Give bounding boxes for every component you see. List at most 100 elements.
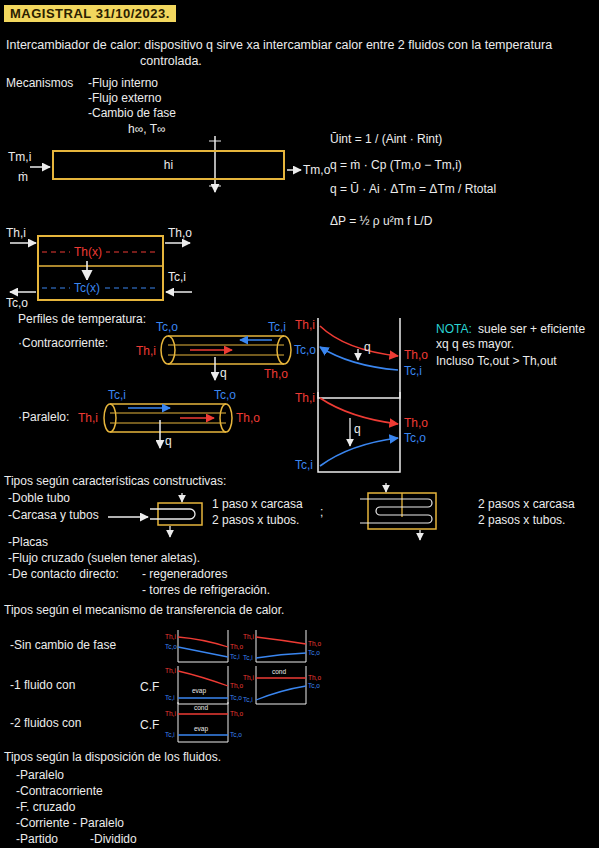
list-item: -Doble tubo [8,491,70,506]
mass-flow-label: ṁ [18,170,28,185]
formula: ΔP = ½ ρ u²m f L/D [330,214,432,229]
temperature-label: Tc,o [6,296,28,311]
cylinder-end [277,336,291,364]
list-item: -Partido [16,832,58,847]
heat-arrow [214,136,216,192]
formula: q = ṁ · Cp (Tm,o − Tm,i) [330,158,462,173]
mini-plot-label: Tc,i [243,696,253,704]
mini-plot-label: Th,i [165,667,176,675]
pass-note: 2 pasos x tubos. [478,513,565,528]
section-heading: Tipos según la disposición de los fluido… [4,750,221,765]
separator: ; [320,505,323,520]
tube-passes [360,499,432,523]
definition-text: Intercambiador de calor: dispositivo q s… [6,38,595,69]
temperature-label: Th,i [295,318,315,333]
heat-label: q [364,340,371,355]
cylinder-shell [110,404,226,432]
heat-label: q [354,422,361,437]
list-subitem: - torres de refrigeración. [142,583,270,598]
list-item: -Dividido [90,832,137,847]
list-item: -Sin cambio de fase [10,638,116,653]
temperature-label: Tc,o [214,388,236,403]
list-item: ·Contracorriente: [18,336,108,351]
list-heading: Mecanismos [6,76,73,91]
mini-plot-axes [178,630,228,662]
cylinder-end [161,336,175,364]
heat-flow-connector [86,261,88,280]
formula: Ūint = 1 / (Aint · Rint) [330,132,442,147]
cold-temperature-line [178,734,228,735]
list-item: -De contacto directo: [8,567,119,582]
mini-plot-label: Tc,o [230,694,242,702]
section-heading: Tipos según características constructiva… [4,474,226,489]
node-text: Th(x) [74,245,102,260]
hot-temperature-curve [320,398,398,424]
list-item: -Flujo externo [88,91,161,106]
list-item: -F. cruzado [16,800,75,815]
phase-label: cond [194,704,208,712]
phase-label: evap [192,687,206,695]
pointer-arrow [108,516,148,518]
plot-axes [318,318,400,398]
mini-plot-label: Th,o [230,710,243,718]
temperature-label: Tc,i [168,270,186,285]
cylinder-shell [168,336,284,364]
cold-outlet-arrow [10,291,36,293]
list-item: C.F [140,718,159,733]
mini-plot-axes [178,666,228,704]
hot-flow-arrow [180,417,214,419]
mini-plot-label: Th,o [308,674,321,682]
hot-temperature-curve [256,637,306,644]
mini-plot-label: Tc,o [308,649,320,657]
temperature-label: Tm,i [8,150,31,165]
cold-temperature-curve [256,653,306,658]
cold-temperature-line [178,697,228,698]
temperature-label: Th,o [168,226,192,241]
list-item: C.F [140,680,159,695]
tube-hairpin [150,509,195,519]
mini-plot-axes [178,702,228,742]
tube-wall: hi [52,150,285,180]
phase-label: evap [194,725,208,733]
pass-note: 2 pasos x tubos. [212,513,299,528]
hot-temperature-curve [320,326,398,356]
mini-plot-label: Tc,i [230,653,240,661]
temperature-label: Th,i [136,344,156,359]
mini-plot-label: Tc,i [243,654,253,662]
cold-flow-arrow [128,407,170,409]
temperature-label: Tc,i [295,458,313,473]
list-item: -1 fluido con [10,678,75,693]
hot-temperature-curve [178,637,228,647]
list-item: -Flujo cruzado (suelen tener aletas). [8,551,200,566]
hot-temperature-line [178,713,228,714]
shell-inlet-arrow [181,493,182,502]
outlet-arrow [287,169,301,171]
cold-inlet-arrow [166,291,192,293]
mini-plot-label: Th,o [230,682,243,690]
cylinder-end [220,404,232,432]
heat-label: q [220,366,227,381]
mini-plot-label: Th,i [165,710,176,718]
pass-note: 2 pasos x carcasa [478,497,575,512]
inner-tube [168,345,284,355]
list-item: -Carcasa y tubos [8,508,99,523]
node-text: hi [164,158,173,173]
heat-arrow [349,418,350,446]
temperature-label: Tc,i [268,320,286,335]
shell-inlet-arrow [385,483,386,492]
hot-temperature-curve [178,671,228,686]
list-item: -2 fluidos con [10,716,81,731]
mini-plot-label: Th,i [243,674,254,682]
list-item: -Flujo interno [88,76,158,91]
temperature-label: Tc,o [294,343,316,358]
list-item: -Contracorriente [16,784,103,799]
mini-plot-axes [256,666,306,704]
exchanger-outline [38,236,163,300]
temperature-label: Th,i [78,411,98,426]
mini-plot-label: Tc,i [165,731,175,739]
temperature-label: Th,i [295,391,315,406]
mini-plot-label: Th,o [230,643,243,651]
cold-temperature-curve [320,438,398,466]
baffle [401,493,402,517]
